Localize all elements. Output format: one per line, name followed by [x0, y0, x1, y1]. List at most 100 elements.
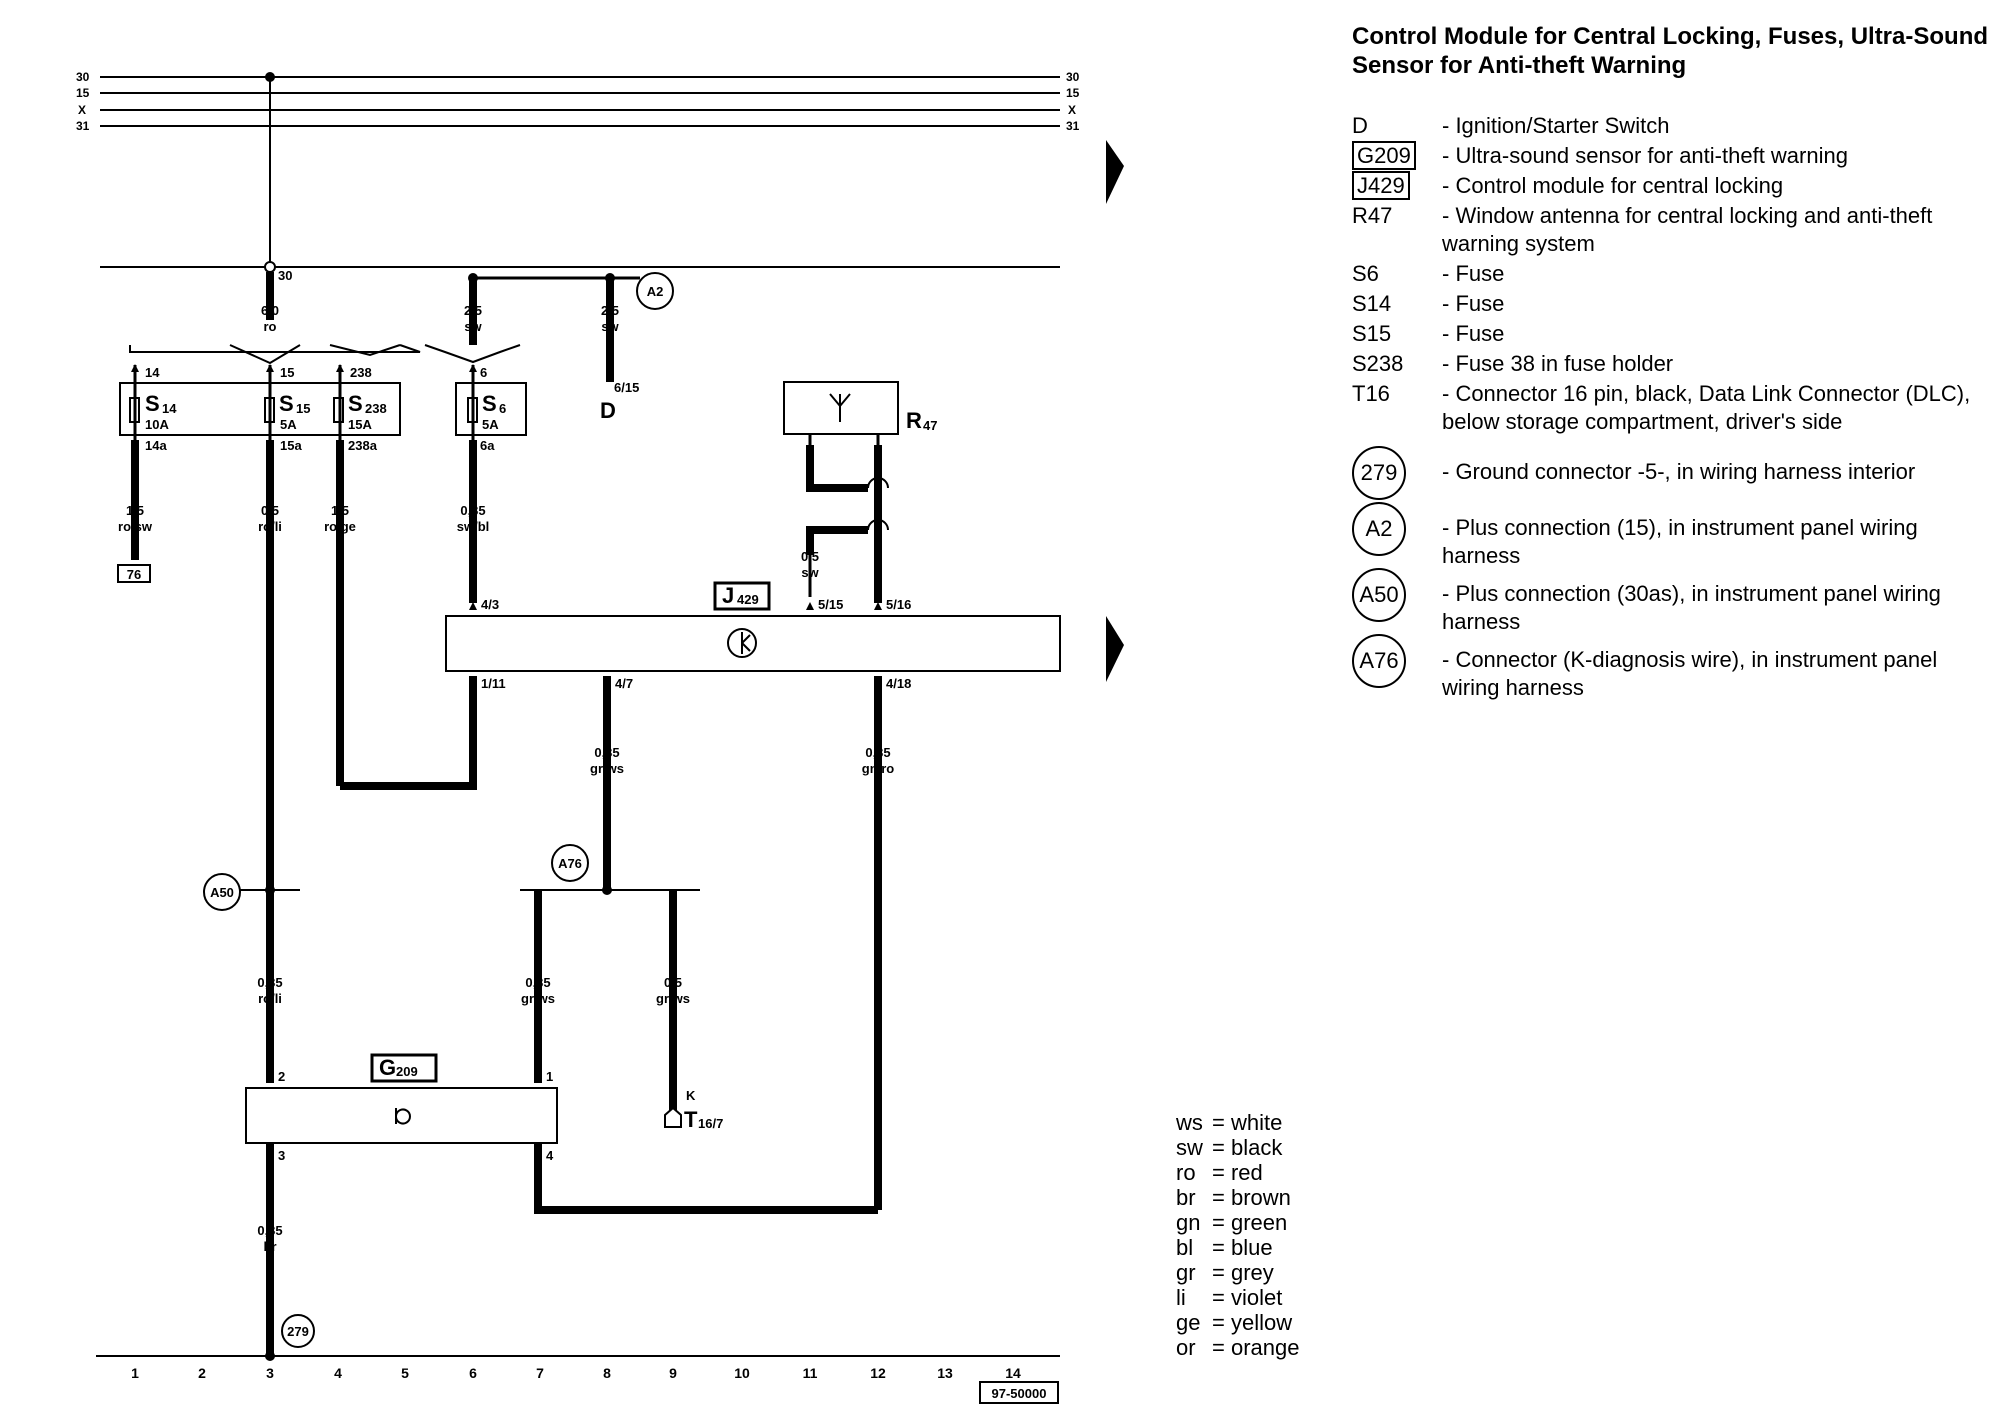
svg-text:14: 14: [1005, 1365, 1021, 1381]
g209-label-box: [370, 1053, 438, 1083]
fuse-s15-label: S: [279, 391, 294, 416]
svg-text:15: 15: [296, 401, 310, 416]
svg-text:10A: 10A: [145, 417, 169, 432]
svg-text:5: 5: [401, 1365, 409, 1381]
svg-text:2,5: 2,5: [601, 303, 619, 318]
j429-label: J: [722, 583, 734, 608]
legend-item: S238- Fuse 38 in fuse holder: [1352, 351, 1674, 376]
connection-a50: [203, 873, 241, 911]
svg-text:ro/li: ro/li: [258, 991, 282, 1006]
drawing-number: 97-50000: [992, 1386, 1047, 1401]
svg-text:5A: 5A: [280, 417, 297, 432]
svg-text:A2: A2: [647, 284, 664, 299]
rail-label: 31: [76, 119, 90, 133]
svg-text:6: 6: [469, 1365, 477, 1381]
svg-text:13: 13: [937, 1365, 953, 1381]
svg-text:16/7: 16/7: [698, 1116, 723, 1131]
g209-label: G: [379, 1055, 396, 1080]
color-key-item: ws= white: [1176, 1110, 1283, 1135]
rail-labels-left: 30 15 X 31: [76, 70, 90, 133]
svg-text:3: 3: [266, 1365, 274, 1381]
svg-text:5A: 5A: [482, 417, 499, 432]
color-key-item: bl= blue: [1176, 1235, 1273, 1260]
svg-text:2,5: 2,5: [464, 303, 482, 318]
rail-label: 30: [76, 70, 90, 84]
svg-text:0,35: 0,35: [257, 1223, 282, 1238]
g209-pin-labels: 2 1 3 4: [278, 1069, 554, 1163]
continuation-arrow-top: [1106, 140, 1124, 204]
junction-dot: [265, 72, 275, 82]
color-key-item: or= orange: [1176, 1335, 1300, 1360]
svg-text:6,0: 6,0: [261, 303, 279, 318]
connector-t16-label: T: [684, 1107, 698, 1132]
svg-text:6: 6: [480, 365, 487, 380]
color-key-item: li= violet: [1176, 1285, 1283, 1310]
wire-color-key: ws= white sw= black ro= red br= brown gn…: [1176, 1110, 1299, 1360]
junction-dot: [265, 885, 275, 895]
ignition-switch-label: D: [600, 398, 616, 423]
svg-text:14a: 14a: [145, 438, 167, 453]
track-numbers: 1 2 3 4 5 6 7 8 9 10 11 12 13 14: [131, 1365, 1021, 1381]
svg-text:209: 209: [396, 1064, 418, 1079]
svg-text:6a: 6a: [480, 438, 495, 453]
legend-item: A50- Plus connection (30as), in instrume…: [1352, 568, 1992, 636]
pin-arrows: [131, 364, 882, 1156]
svg-text:0,35: 0,35: [525, 975, 550, 990]
svg-text:sw: sw: [464, 319, 482, 334]
svg-text:15a: 15a: [280, 438, 302, 453]
svg-text:0,5: 0,5: [801, 549, 819, 564]
svg-text:6: 6: [499, 401, 506, 416]
svg-text:1/11: 1/11: [481, 676, 506, 691]
legend-item: A76- Connector (K-diagnosis wire), in in…: [1352, 634, 1992, 702]
svg-text:10: 10: [734, 1365, 750, 1381]
svg-text:429: 429: [737, 592, 759, 607]
rail-label: X: [78, 103, 86, 117]
color-key-item: gn= green: [1176, 1210, 1288, 1235]
svg-text:ro/ge: ro/ge: [324, 519, 356, 534]
wire-crossover: [867, 519, 889, 531]
color-key-item: gr= grey: [1176, 1260, 1274, 1285]
legend-item: R47- Window antenna for central locking …: [1352, 203, 1933, 256]
legend-item: T16- Connector 16 pin, black, Data Link …: [1352, 381, 1971, 434]
antenna-r47-label: R: [906, 408, 922, 433]
svg-text:15: 15: [280, 365, 294, 380]
svg-text:14: 14: [162, 401, 177, 416]
fuse-s238-label: S: [348, 391, 363, 416]
fuse-labels: S 14 10A S 15 5A S 238 15A S 6 5A: [145, 391, 506, 432]
legend-item: S14- Fuse: [1352, 291, 1505, 316]
legend-item: J429- Control module for central locking: [1352, 171, 1992, 200]
svg-text:ro/sw: ro/sw: [118, 519, 153, 534]
svg-text:1,5: 1,5: [126, 503, 144, 518]
junction-dot: [602, 885, 612, 895]
legend-item: D- Ignition/Starter Switch: [1352, 113, 1670, 138]
fuse-s14-label: S: [145, 391, 160, 416]
rail-label: 15: [1066, 86, 1080, 100]
sensor-icon: [395, 1108, 411, 1125]
svg-text:4: 4: [334, 1365, 342, 1381]
svg-text:A50: A50: [210, 885, 234, 900]
connector-76-box: [117, 564, 151, 583]
connection-a76: [551, 844, 589, 882]
svg-text:238: 238: [350, 365, 372, 380]
svg-text:5/15: 5/15: [818, 597, 843, 612]
svg-text:8: 8: [603, 1365, 611, 1381]
svg-text:0,35: 0,35: [460, 503, 485, 518]
svg-text:47: 47: [923, 418, 937, 433]
svg-text:4/18: 4/18: [886, 676, 911, 691]
svg-text:11: 11: [803, 1365, 818, 1381]
supply-rails: [96, 76, 1060, 1357]
svg-text:ro/li: ro/li: [258, 519, 282, 534]
drawing-number-box: [979, 1381, 1059, 1404]
svg-text:3: 3: [278, 1148, 285, 1163]
legend-list: D- Ignition/Starter Switch G209- Ultra-s…: [1352, 112, 1992, 702]
svg-text:0,35: 0,35: [594, 745, 619, 760]
rail-label: 31: [1066, 119, 1080, 133]
fuse-s6-label: S: [482, 391, 497, 416]
svg-text:sw/bl: sw/bl: [457, 519, 490, 534]
wire-labels: 6,0 ro 2,5 sw 2,5 sw 1,5 ro/sw 0,5 ro/li…: [118, 303, 894, 1254]
rail-label: X: [1068, 103, 1076, 117]
svg-text:238a: 238a: [348, 438, 378, 453]
ground-279: [281, 1314, 315, 1348]
svg-text:0,35: 0,35: [257, 975, 282, 990]
svg-text:4/7: 4/7: [615, 676, 633, 691]
